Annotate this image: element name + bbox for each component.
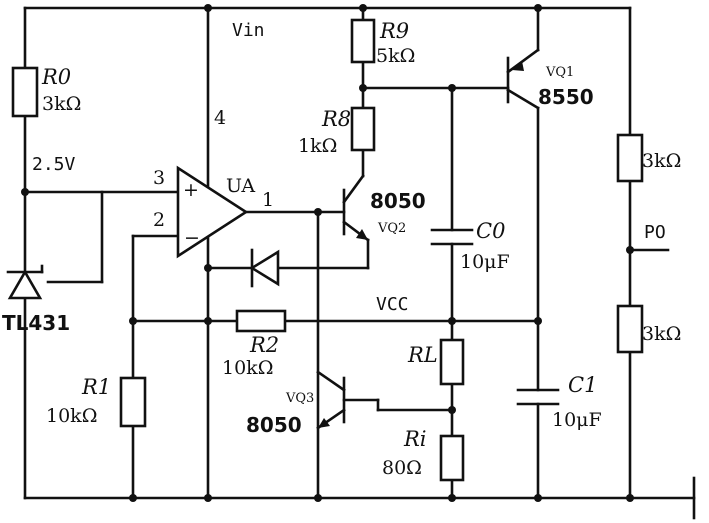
label-pin2: 2 — [153, 209, 165, 231]
label-vq2-part: 8050 — [370, 189, 426, 213]
label-ua: UA — [226, 175, 255, 197]
capacitor-c0 — [430, 228, 474, 246]
label-vq3-part: 8050 — [246, 413, 302, 437]
resistor-r1 — [119, 376, 147, 428]
transistor-vq2 — [342, 174, 370, 242]
transistor-vq1 — [506, 48, 540, 110]
label-vin: Vin — [232, 20, 265, 41]
op-amp-ua — [176, 165, 249, 259]
label-c0: C0 — [476, 219, 505, 243]
label-r8-value: 1kΩ — [298, 135, 337, 157]
label-r1: R1 — [81, 375, 111, 399]
capacitor-c1 — [516, 388, 560, 406]
label-c0-value: 10μF — [460, 251, 510, 273]
label-pin1: 1 — [262, 189, 274, 211]
resistor-r8 — [350, 106, 376, 152]
resistor-ri — [439, 434, 465, 482]
label-pin4: 4 — [214, 107, 226, 129]
label-r-top: 3kΩ — [642, 150, 681, 172]
junction-dots — [21, 4, 634, 502]
diode — [249, 248, 280, 288]
label-r8: R8 — [321, 107, 351, 131]
label-r-bottom: 3kΩ — [642, 323, 681, 345]
label-c1: C1 — [568, 373, 597, 397]
label-r2: R2 — [249, 333, 279, 357]
wires — [23, 6, 696, 520]
label-r0-value: 3kΩ — [42, 93, 81, 115]
label-vq3: VQ3 — [285, 391, 314, 406]
resistor-rl — [439, 338, 465, 386]
label-minus: − — [184, 227, 200, 249]
label-r1-value: 10kΩ — [46, 405, 97, 427]
tl431-regulator — [6, 264, 44, 300]
label-rl: RL — [407, 343, 438, 367]
label-vq1: VQ1 — [545, 65, 574, 80]
label-plus: + — [183, 179, 199, 201]
resistor-r9 — [350, 18, 376, 64]
label-c1-value: 10μF — [552, 409, 602, 431]
label-r2-value: 10kΩ — [222, 357, 273, 379]
resistor-r-top — [616, 133, 644, 183]
label-ri: Ri — [403, 427, 427, 451]
transistor-vq3 — [316, 370, 346, 430]
label-tl431: TL431 — [2, 311, 70, 335]
resistor-r2 — [235, 309, 287, 333]
label-vcc: VCC — [376, 294, 409, 315]
label-r9-value: 5kΩ — [376, 45, 415, 67]
resistor-r0 — [11, 66, 39, 118]
label-2-5v: 2.5V — [32, 154, 76, 175]
label-pin3: 3 — [153, 167, 165, 189]
label-po: PO — [644, 222, 666, 243]
label-vq2: VQ2 — [377, 221, 406, 236]
resistor-r-bottom — [616, 304, 644, 354]
label-ri-value: 80Ω — [382, 457, 422, 479]
label-r9: R9 — [379, 19, 409, 43]
label-r0: R0 — [41, 65, 71, 89]
label-vq1-part: 8550 — [538, 85, 594, 109]
